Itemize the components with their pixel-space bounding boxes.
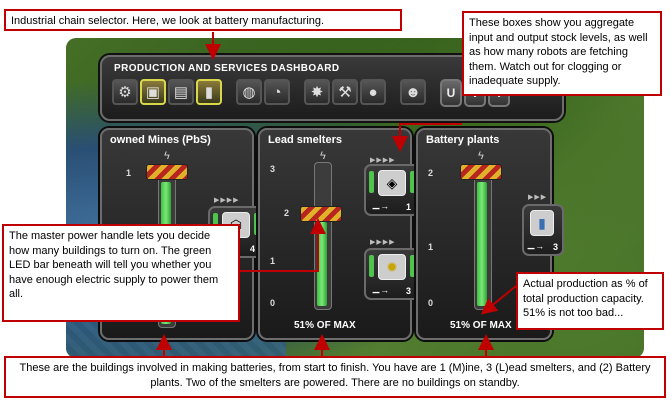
mouse-icon[interactable]: ◔ xyxy=(264,79,290,105)
crate-icon[interactable]: ▣ xyxy=(140,79,166,105)
flow-arrows: ▶▶▶▶ xyxy=(370,239,396,246)
power-tick-1: 1 xyxy=(428,242,434,252)
dynamite-icon[interactable]: ✸ xyxy=(304,79,330,105)
power-led-bar xyxy=(477,182,487,306)
cargo-icon[interactable]: ▤ xyxy=(168,79,194,105)
robot-walker-icon: ⚊→ xyxy=(372,201,390,211)
power-bolt-icon: ϟ xyxy=(164,150,170,162)
power-handle[interactable] xyxy=(146,164,188,180)
barrel-icon[interactable]: ◍ xyxy=(236,79,262,105)
robot-walker-icon: ⚊→ xyxy=(527,241,545,251)
input-led xyxy=(369,255,374,277)
robot-walker-icon: ⚊→ xyxy=(372,285,390,295)
gear-icon[interactable]: ⚙ xyxy=(112,79,138,105)
annotation-power-handle: The master power handle lets you decide … xyxy=(2,224,240,322)
power-tick-0: 0 xyxy=(428,298,434,308)
panel-title: Lead smelters xyxy=(268,134,342,146)
smelter-output-box: ✹ ⚊→ 3 xyxy=(364,248,420,300)
production-percent: 51% OF MAX xyxy=(294,320,356,331)
power-tick-0: 0 xyxy=(270,298,276,308)
robot-count: 1 xyxy=(405,202,411,212)
chain-selector-toolbar: ⚙ ▣ ▤ ▮ ◍ ◔ ✸ ⚒ ● ☻ U V I xyxy=(112,79,510,109)
output-led xyxy=(410,171,415,193)
power-tick-2: 2 xyxy=(284,208,290,218)
robot-count: 4 xyxy=(249,244,255,254)
robot-count: 3 xyxy=(552,242,558,252)
battery-output-box: ▮ ⚊→ 3 xyxy=(522,204,564,256)
flow-arrows: ▶▶▶▶ xyxy=(370,157,396,164)
flow-arrows: ▶▶▶▶ xyxy=(214,197,240,204)
annotation-buildings: These are the buildings involved in maki… xyxy=(4,356,666,398)
power-tick-1: 1 xyxy=(126,168,132,178)
annotation-chain-selector: Industrial chain selector. Here, we look… xyxy=(4,9,402,31)
power-tick-1: 1 xyxy=(270,256,276,266)
lead-icon: ✹ xyxy=(378,254,406,280)
panel-title: owned Mines (PbS) xyxy=(110,134,211,146)
bomb-icon[interactable]: ● xyxy=(360,79,386,105)
panel-lead-smelters: Lead smelters ϟ 3 2 1 0 51% OF MAX ▶▶▶▶ … xyxy=(258,128,420,340)
smelter-input-box: ◈ ⚊→ 1 xyxy=(364,164,420,216)
output-led xyxy=(410,255,415,277)
power-bolt-icon: ϟ xyxy=(320,150,326,162)
power-tick-3: 3 xyxy=(270,164,276,174)
power-handle[interactable] xyxy=(460,164,502,180)
power-bolt-icon: ϟ xyxy=(478,150,484,162)
annotation-boxes: These boxes show you aggregate input and… xyxy=(462,11,662,96)
battery-icon: ▮ xyxy=(530,210,554,236)
tools-icon[interactable]: ⚒ xyxy=(332,79,358,105)
annotation-actual-production: Actual production as % of total producti… xyxy=(516,272,664,330)
power-led-bar xyxy=(317,222,327,306)
flow-arrows: ▶▶▶ xyxy=(528,194,548,201)
power-tick-2: 2 xyxy=(428,168,434,178)
robot-count: 3 xyxy=(405,286,411,296)
robot-icon[interactable]: ☻ xyxy=(400,79,426,105)
dashboard-title: Production And Services Dashboard xyxy=(114,63,340,74)
production-percent: 51% OF MAX xyxy=(450,320,512,331)
panel-title: Battery plants xyxy=(426,134,500,146)
battery-icon[interactable]: ▮ xyxy=(196,79,222,105)
input-led xyxy=(369,171,374,193)
power-handle[interactable] xyxy=(300,206,342,222)
nav-u-button[interactable]: U xyxy=(440,79,462,107)
ore-icon: ◈ xyxy=(378,170,406,196)
